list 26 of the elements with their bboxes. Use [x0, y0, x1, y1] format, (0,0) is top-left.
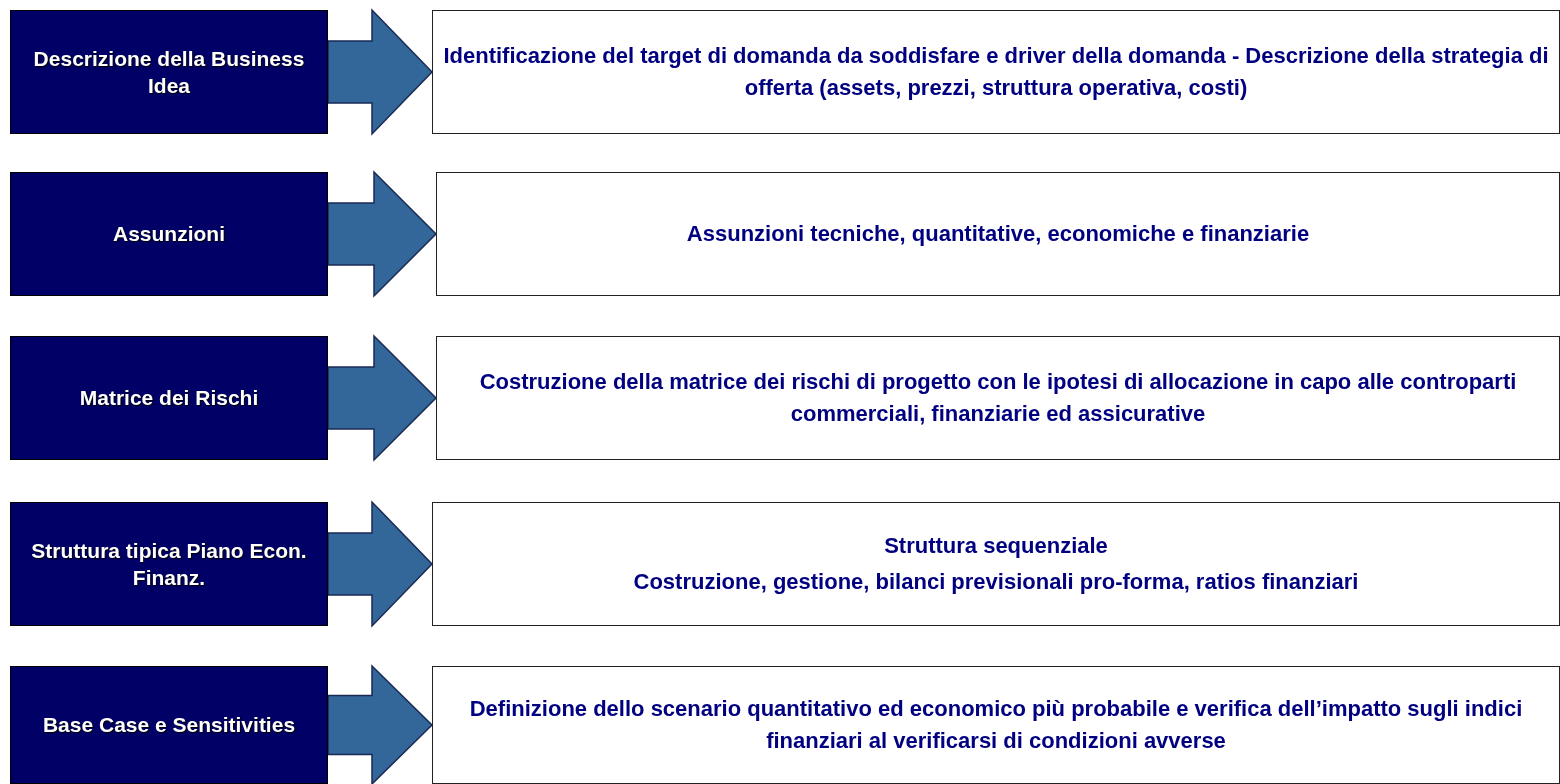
body-text: Struttura tipica Piano Econ. Finanz. — [31, 537, 307, 591]
body-text: Assunzioni — [113, 221, 225, 248]
description-box — [432, 10, 1560, 134]
body-text: Base Case e Sensitivities — [42, 712, 296, 739]
description-box — [432, 666, 1560, 784]
step-box — [10, 666, 328, 784]
block-arrow — [327, 334, 438, 462]
block-arrow — [327, 664, 434, 784]
body-text: Definizione dello scenario quantitativo ed economico più probabile e verifica dell’impatto sugli indici finanziari al verificarsi di condizioni avverse — [468, 695, 1524, 755]
description-box — [436, 172, 1560, 296]
block-arrow — [327, 500, 434, 628]
description-box — [436, 336, 1560, 460]
step-box — [10, 502, 328, 626]
description-box — [432, 502, 1560, 626]
body-text: Descrizione della Business Idea — [32, 45, 306, 99]
block-arrow — [327, 8, 434, 136]
step-box — [10, 172, 328, 296]
step-box — [10, 10, 328, 134]
body-text: Assunzioni tecniche, quantitative, economiche e finanziarie — [686, 220, 1310, 249]
body-text: Costruzione, gestione, bilanci previsionali pro-forma, ratios finanziari — [633, 568, 1359, 596]
body-text: Identificazione del target di domanda da soddisfare e driver della domanda - Descrizione della strategia di offerta (assets, prezzi, struttura operativa, costi) — [443, 42, 1549, 102]
body-text: Costruzione della matrice dei rischi di progetto con le ipotesi di allocazione in capo alle controparti commerciali, finanziarie ed assicurative — [478, 368, 1518, 428]
block-arrow — [327, 170, 438, 298]
body-text: Matrice dei Rischi — [79, 385, 259, 412]
step-box — [10, 336, 328, 460]
heading-text: Struttura sequenziale — [884, 532, 1108, 561]
